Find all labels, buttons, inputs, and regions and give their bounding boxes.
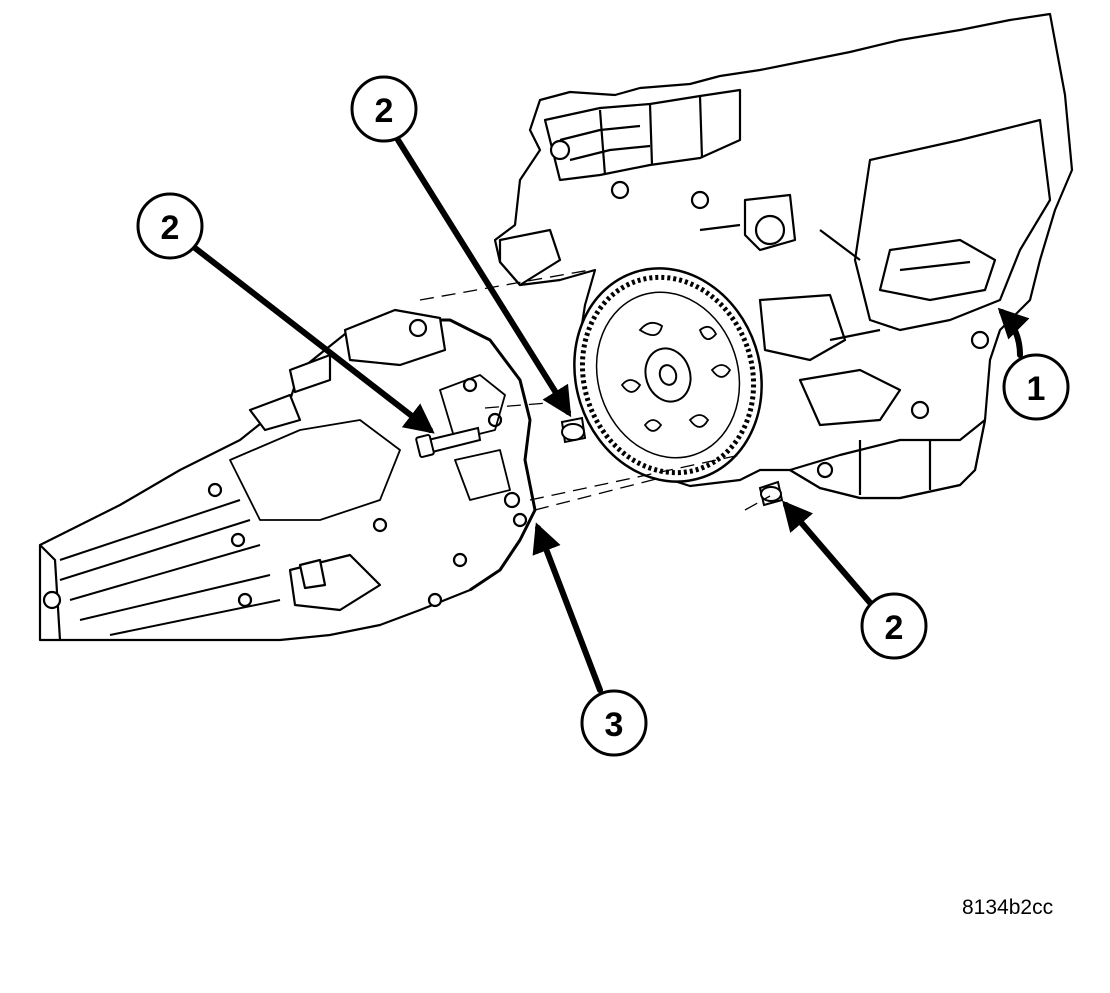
callout-label-bolt-upper-left: 2 (161, 209, 180, 247)
callout-label-bolt-upper-center: 2 (375, 92, 394, 130)
bolt-upper-flexplate (560, 416, 587, 444)
leader-arrow-upper-center (395, 137, 572, 418)
leader-arrow-engine (997, 307, 1030, 358)
callout-circle-transmission (580, 689, 648, 757)
bolt-stud-transmission (415, 426, 482, 458)
callout-label-bolt-lower-right: 2 (885, 609, 904, 647)
transmission-assembly (38, 308, 537, 642)
figure-id: 8134b2cc (962, 896, 1054, 919)
callout-circle-bolt-upper-center (350, 75, 418, 143)
flexplate (573, 267, 763, 483)
alignment-lines (419, 269, 771, 511)
leader-arrow-lower-right (782, 500, 875, 608)
callout-circle-bolt-lower-right (860, 592, 928, 660)
callout-circle-bolt-upper-left (136, 192, 204, 260)
leader-arrow-upper-left (192, 245, 435, 434)
leader-arrow-transmission (532, 522, 603, 693)
callout-circle-engine (1002, 353, 1070, 421)
callout-label-transmission: 3 (605, 706, 624, 744)
bolt-lower-flexplate (758, 480, 784, 507)
callout-label-engine: 1 (1027, 370, 1046, 408)
